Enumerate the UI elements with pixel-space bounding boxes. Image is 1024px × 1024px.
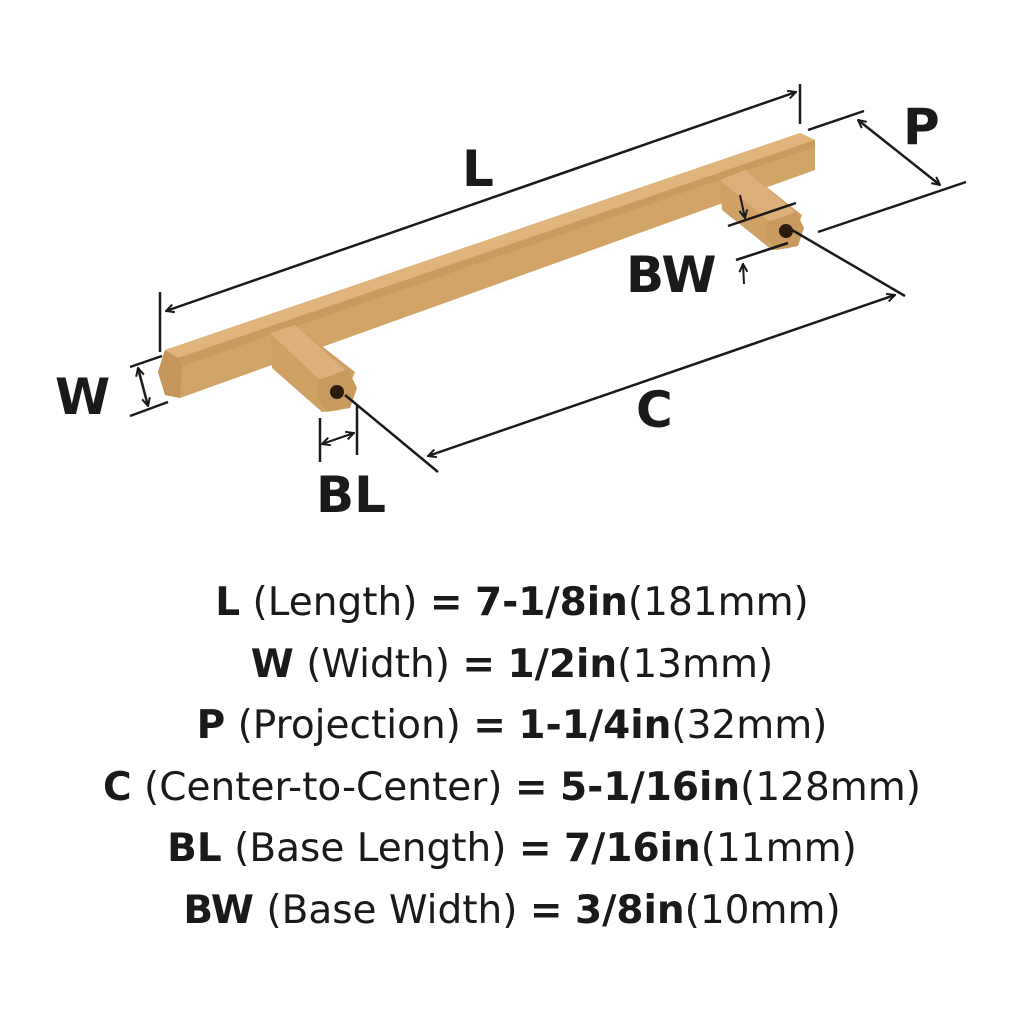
left-post xyxy=(270,325,357,412)
label-length: L xyxy=(462,140,494,198)
spec-metric: (11mm) xyxy=(700,826,857,871)
spec-row-base-width: BW (Base Width) = 3/8in(10mm) xyxy=(0,880,1024,942)
label-projection: P xyxy=(903,98,940,156)
spec-imperial: 1-1/4in xyxy=(518,703,672,748)
spec-name: (Base Length) xyxy=(234,826,507,871)
spec-equals: = xyxy=(462,641,496,687)
spec-code: BW xyxy=(183,887,254,933)
label-center-to-center: C xyxy=(636,381,673,439)
spec-metric: (10mm) xyxy=(684,887,841,933)
spec-imperial: 7/16in xyxy=(563,826,701,871)
spec-name: (Length) xyxy=(252,580,418,625)
spec-row-base-length: BL (Base Length) = 7/16in(11mm) xyxy=(0,818,1024,880)
specifications-list: L (Length) = 7-1/8in(181mm) W (Width) = … xyxy=(0,572,1024,941)
spec-row-length: L (Length) = 7-1/8in(181mm) xyxy=(0,572,1024,634)
dimension-lines xyxy=(129,84,967,473)
spec-code: BL xyxy=(167,826,222,871)
spec-code: C xyxy=(103,764,132,810)
spec-equals: = xyxy=(529,887,563,933)
handle-drawing xyxy=(129,84,967,473)
spec-metric: (128mm) xyxy=(740,764,921,810)
spec-imperial: 3/8in xyxy=(574,887,685,933)
label-base-width: BW xyxy=(626,246,717,304)
spec-name: (Width) xyxy=(306,641,450,687)
spec-equals: = xyxy=(514,764,548,810)
spec-metric: (32mm) xyxy=(671,703,828,748)
spec-name: (Center-to-Center) xyxy=(144,764,503,810)
spec-row-width: W (Width) = 1/2in(13mm) xyxy=(0,634,1024,696)
spec-equals: = xyxy=(473,703,506,748)
spec-metric: (13mm) xyxy=(617,641,774,687)
spec-imperial: 1/2in xyxy=(507,641,618,687)
spec-row-center-to-center: C (Center-to-Center) = 5-1/16in(128mm) xyxy=(0,757,1024,819)
spec-code: L xyxy=(215,580,241,625)
spec-code: W xyxy=(250,641,294,687)
spec-imperial: 5-1/16in xyxy=(560,764,741,810)
spec-equals: = xyxy=(429,580,463,625)
spec-code: P xyxy=(196,703,226,748)
spec-name: (Projection) xyxy=(237,703,461,748)
spec-row-projection: P (Projection) = 1-1/4in(32mm) xyxy=(0,695,1024,757)
label-width: W xyxy=(55,368,111,426)
label-base-length: BL xyxy=(316,466,386,524)
spec-metric: (181mm) xyxy=(627,580,809,625)
spec-equals: = xyxy=(518,826,552,871)
spec-name: (Base Width) xyxy=(266,887,518,933)
spec-imperial: 7-1/8in xyxy=(474,580,628,625)
